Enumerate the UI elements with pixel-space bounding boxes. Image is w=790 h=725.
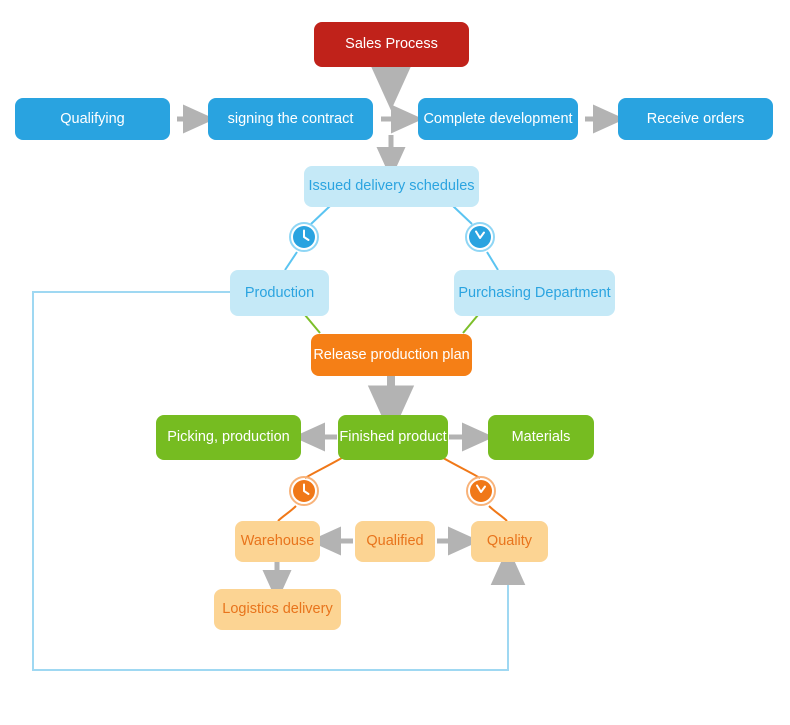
link-purchasing-to-release: [462, 314, 479, 334]
node-picking-production[interactable]: Picking, production: [156, 415, 301, 460]
clock-icon-blue-right: [465, 222, 495, 252]
node-qualifying[interactable]: Qualifying: [15, 98, 170, 140]
node-materials[interactable]: Materials: [488, 415, 594, 460]
node-release-production-plan[interactable]: Release production plan: [311, 334, 472, 376]
node-finished-product[interactable]: Finished product: [338, 415, 448, 460]
node-receive-orders[interactable]: Receive orders: [618, 98, 773, 140]
node-sales-process[interactable]: Sales Process: [314, 22, 469, 67]
node-complete-development[interactable]: Complete development: [418, 98, 578, 140]
link-clock-right-to-purchasing: [486, 251, 499, 271]
link-clock-left-to-warehouse: [277, 505, 297, 522]
clock-icon-orange-right: [466, 476, 496, 506]
node-logistics-delivery[interactable]: Logistics delivery: [214, 589, 341, 630]
link-clock-left-to-production: [284, 251, 298, 271]
node-qualified[interactable]: Qualified: [355, 521, 435, 562]
link-production-to-release: [304, 314, 321, 334]
node-purchasing-department[interactable]: Purchasing Department: [454, 270, 615, 316]
link-clock-right-to-quality: [488, 505, 508, 522]
node-production[interactable]: Production: [230, 270, 329, 316]
clock-icon-blue-left: [289, 222, 319, 252]
node-warehouse[interactable]: Warehouse: [235, 521, 320, 562]
node-quality[interactable]: Quality: [471, 521, 548, 562]
node-issued-delivery-schedules[interactable]: Issued delivery schedules: [304, 166, 479, 207]
node-signing-the-contract[interactable]: signing the contract: [208, 98, 373, 140]
clock-icon-orange-left: [289, 476, 319, 506]
